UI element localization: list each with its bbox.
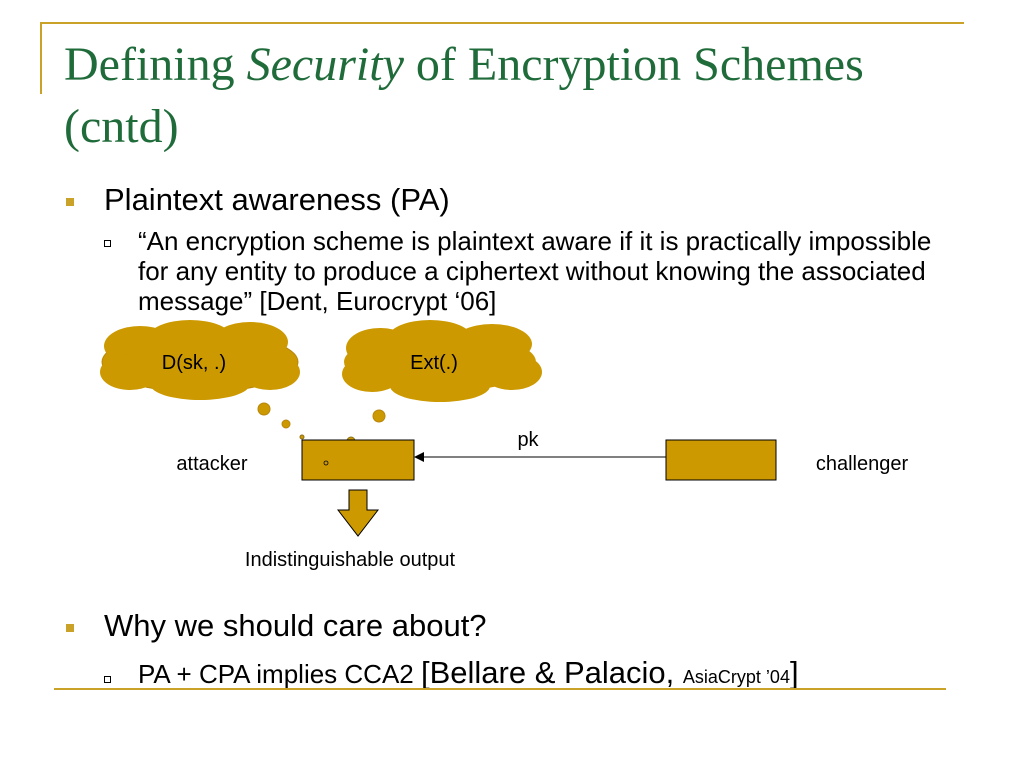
thought-bubble-dot — [257, 402, 271, 416]
bullet-square-icon — [66, 624, 74, 632]
pa-definition-quote: “An encryption scheme is plaintext aware… — [138, 226, 932, 316]
output-label: Indistinguishable output — [245, 549, 456, 571]
challenger-box — [665, 439, 777, 481]
bullet-square-icon — [66, 198, 74, 206]
output-arrow-icon — [336, 489, 380, 537]
pa-diagram: D(sk, .) Ext(.) pk attacker challenger I… — [100, 320, 909, 571]
sub-bullet-square-icon — [104, 240, 111, 247]
left-border-line — [40, 22, 42, 94]
attacker-box — [301, 439, 415, 481]
cloud-left — [100, 320, 300, 400]
thought-bubble-dot — [281, 419, 291, 429]
sub-bullet-square-icon — [104, 676, 111, 683]
pk-label: pk — [517, 429, 539, 451]
top-border-line — [40, 22, 964, 24]
bullet-plaintext-awareness: Plaintext awareness (PA) — [104, 182, 450, 217]
thought-bubble-dot — [299, 434, 305, 440]
thought-bubble-dot — [323, 460, 329, 466]
bullet-why-care: Why we should care about? — [104, 608, 487, 643]
pk-arrowhead-icon — [414, 452, 424, 462]
thought-bubble-dot — [372, 409, 386, 423]
cloud-right-label: Ext(.) — [410, 352, 458, 374]
challenger-label: challenger — [816, 453, 909, 475]
cloud-right — [342, 320, 542, 402]
cloud-left-label: D(sk, .) — [162, 352, 226, 374]
pa-cpa-implication: PA + CPA implies CCA2 [Bellare & Palacio… — [138, 655, 799, 690]
slide-title: Defining Security of Encryption Schemes … — [64, 38, 864, 153]
bottom-border-line — [54, 688, 946, 690]
attacker-label: attacker — [176, 453, 247, 475]
